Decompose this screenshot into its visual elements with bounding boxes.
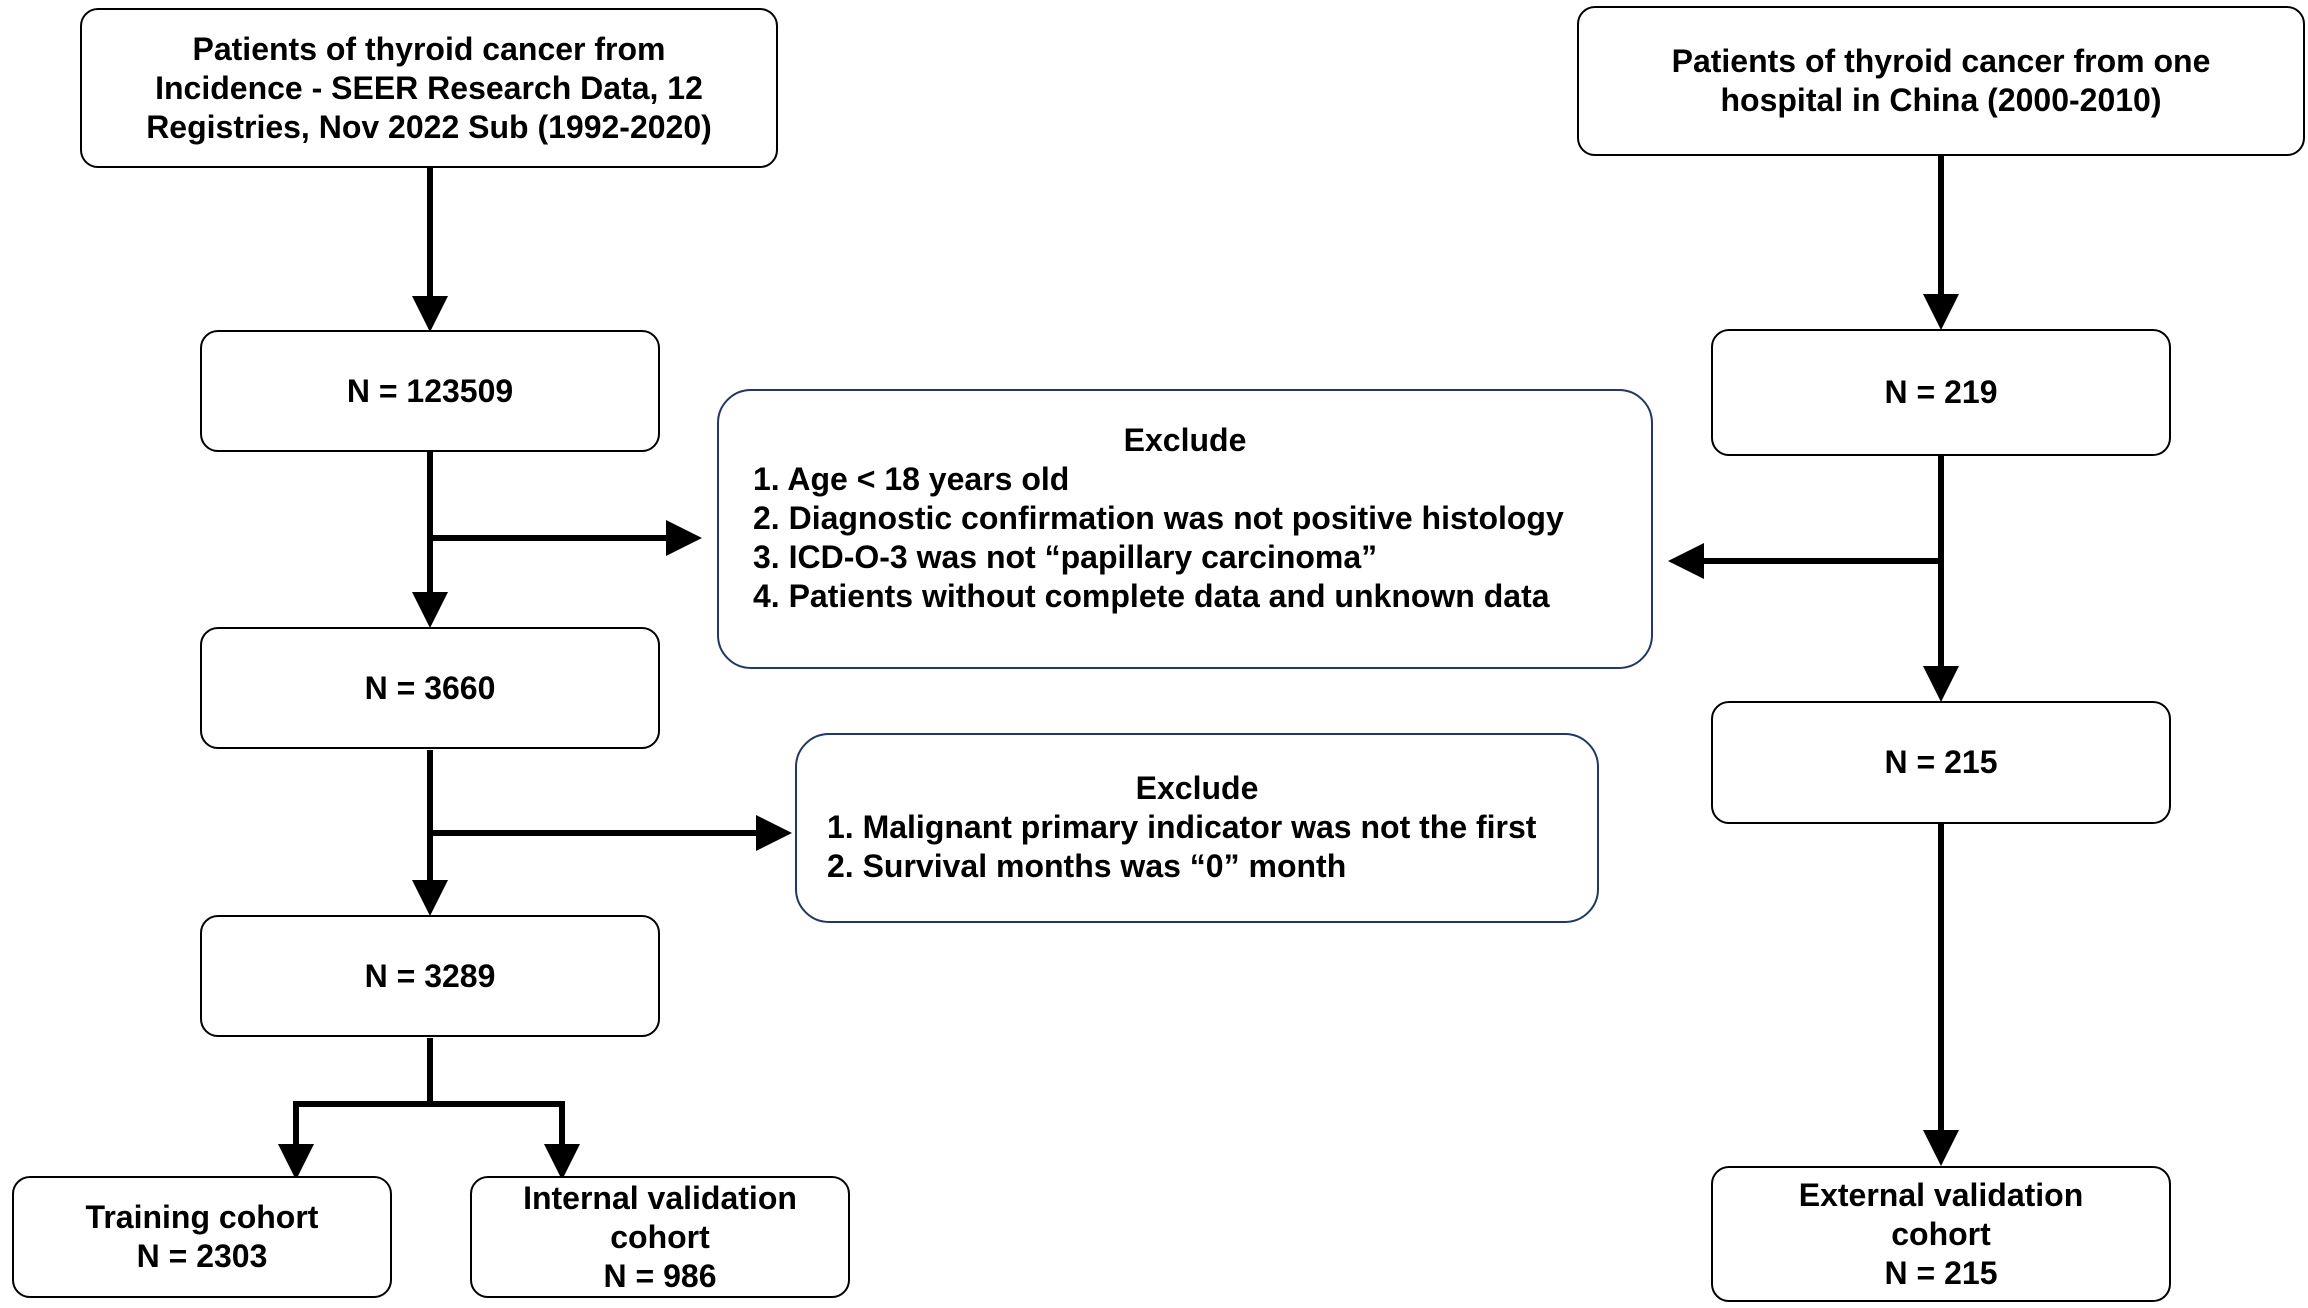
training-cohort-n: N = 2303 xyxy=(136,1238,268,1274)
exclude-criteria-box-2: Exclude 1. Malignant primary indicator w… xyxy=(795,733,1599,923)
seer-source-line-3: Registries, Nov 2022 Sub (1992-2020) xyxy=(146,108,712,145)
internal-validation-n: N = 986 xyxy=(603,1257,717,1294)
internal-validation-label-2: cohort xyxy=(610,1218,710,1255)
exclude-2-list: 1. Malignant primary indicator was not t… xyxy=(827,808,1536,886)
exclude-criteria-box-1: Exclude 1. Age < 18 years old 2. Diagnos… xyxy=(717,389,1653,669)
china-source-line-2: hospital in China (2000-2010) xyxy=(1720,82,2162,118)
n-215-box: N = 215 xyxy=(1711,701,2171,824)
external-validation-n: N = 215 xyxy=(1884,1254,1998,1291)
n-123509-box: N = 123509 xyxy=(200,330,660,452)
exclude-1-title: Exclude xyxy=(1123,422,1247,458)
exclude-2-item: 2. Survival months was “0” month xyxy=(827,848,1347,884)
external-validation-label-1: External validation xyxy=(1798,1176,2084,1213)
internal-validation-label-1: Internal validation xyxy=(523,1179,797,1216)
exclude-1-item: 2. Diagnostic confirmation was not posit… xyxy=(753,500,1564,536)
exclude-2-title: Exclude xyxy=(1135,770,1259,806)
training-cohort-box: Training cohort N = 2303 xyxy=(12,1176,392,1298)
exclude-1-item: 1. Age < 18 years old xyxy=(753,461,1070,497)
exclude-1-item: 3. ICD-O-3 was not “papillary carcinoma” xyxy=(753,539,1378,575)
n-3660-label: N = 3660 xyxy=(364,669,496,706)
external-validation-box: External validation cohort N = 215 xyxy=(1711,1166,2171,1302)
split-bar xyxy=(293,1101,565,1170)
exclude-1-list: 1. Age < 18 years old 2. Diagnostic conf… xyxy=(753,460,1564,616)
seer-source-box: Patients of thyroid cancer from Incidenc… xyxy=(80,8,778,168)
n-215-label: N = 215 xyxy=(1884,744,1998,780)
training-cohort-label: Training cohort xyxy=(85,1199,319,1235)
external-validation-label-2: cohort xyxy=(1891,1215,1991,1252)
n-3289-label: N = 3289 xyxy=(364,957,496,994)
n-3660-box: N = 3660 xyxy=(200,627,660,749)
exclude-1-item: 4. Patients without complete data and un… xyxy=(753,578,1550,614)
n-219-label: N = 219 xyxy=(1884,374,1998,410)
seer-source-line-1: Patients of thyroid cancer from xyxy=(192,30,666,67)
seer-source-line-2: Incidence - SEER Research Data, 12 xyxy=(155,69,703,106)
n-123509-label: N = 123509 xyxy=(346,372,514,409)
n-3289-box: N = 3289 xyxy=(200,915,660,1037)
internal-validation-box: Internal validation cohort N = 986 xyxy=(470,1176,850,1298)
china-hospital-source-box: Patients of thyroid cancer from one hosp… xyxy=(1577,6,2305,156)
exclude-2-item: 1. Malignant primary indicator was not t… xyxy=(827,809,1537,845)
n-219-box: N = 219 xyxy=(1711,329,2171,456)
china-source-line-1: Patients of thyroid cancer from one xyxy=(1671,43,2211,79)
